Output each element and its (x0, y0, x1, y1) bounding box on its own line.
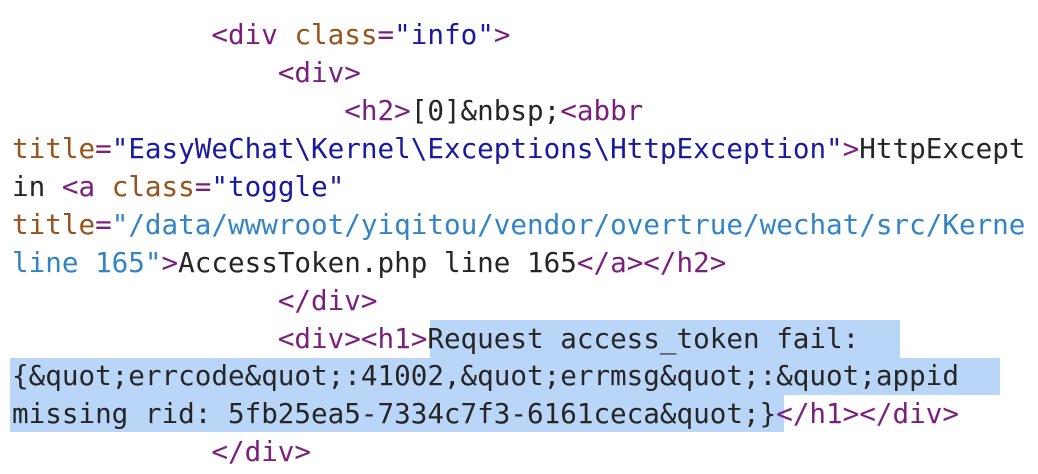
source-line-abbr-title: title="EasyWeChat\Kernel\Exceptions\Http… (12, 132, 1026, 165)
source-line-h2: <h2>[0]&nbsp;<abbr (12, 92, 643, 130)
attr-title-name: title (12, 132, 96, 165)
tag-div-close: </div> (277, 284, 378, 317)
source-line-h1-end: missing rid: 5fb25ea5-7334c7f3-6161ceca&… (12, 395, 959, 433)
attr-title-name: title (12, 208, 96, 241)
tag-a-open: <a (61, 170, 96, 203)
text-selection-line-2 (10, 358, 1000, 395)
tag-a-h2-close: </a></h2> (576, 246, 727, 279)
source-line-a-toggle: in <a class="toggle" (12, 170, 345, 203)
source-line-div-info: <div class="info"> (211, 18, 511, 51)
attr-class-name: class (111, 170, 195, 203)
source-line-a-text: line 165">AccessToken.php line 165</a></… (12, 246, 727, 279)
tag-h2-open: <h2> (344, 94, 411, 127)
a-link-text: AccessToken.php line 165 (178, 246, 577, 279)
h1-selected-text[interactable]: Request access_token fail: (427, 322, 860, 355)
tag-div-h1-open: <div><h1> (277, 322, 428, 355)
text-selection-line-3 (10, 395, 784, 432)
tag-div-open: <div> (277, 56, 361, 89)
attr-title-path-value-cont[interactable]: line 165" (12, 246, 162, 279)
attr-title-path-value[interactable]: "/data/wwwroot/yiqitou/vendor/overtrue/w… (111, 208, 1026, 241)
source-line-div-close: </div> (12, 282, 378, 320)
tag-div-open: <div (211, 18, 278, 51)
attr-class-name: class (294, 18, 378, 51)
source-line-a-title: title="/data/wwwroot/yiqitou/vendor/over… (12, 208, 1026, 241)
source-line-h1: <div><h1>Request access_token fail: (12, 320, 859, 358)
h1-selected-text[interactable]: {&quot;errcode&quot;:41002,&quot;errmsg&… (12, 359, 959, 392)
text-selection-line-1 (430, 320, 900, 358)
tag-div-close: </div> (211, 435, 312, 468)
source-line-h1-cont: {&quot;errcode&quot;:41002,&quot;errmsg&… (12, 357, 959, 395)
abbr-text: HttpExcept (859, 132, 1026, 165)
attr-class-value: "info" (394, 18, 494, 51)
tag-abbr-open: <abbr (560, 94, 644, 127)
attr-class-value: "toggle" (211, 170, 345, 203)
source-line-div-info-close: </div> (12, 433, 311, 471)
attr-title-value: "EasyWeChat\Kernel\Exceptions\HttpExcept… (111, 132, 843, 165)
source-line-div-open: <div> (12, 54, 361, 92)
h2-text: [0]&nbsp; (410, 94, 561, 127)
tag-h1-div-close: </h1></div> (776, 397, 959, 430)
h1-selected-text[interactable]: missing rid: 5fb25ea5-7334c7f3-6161ceca&… (12, 397, 777, 430)
